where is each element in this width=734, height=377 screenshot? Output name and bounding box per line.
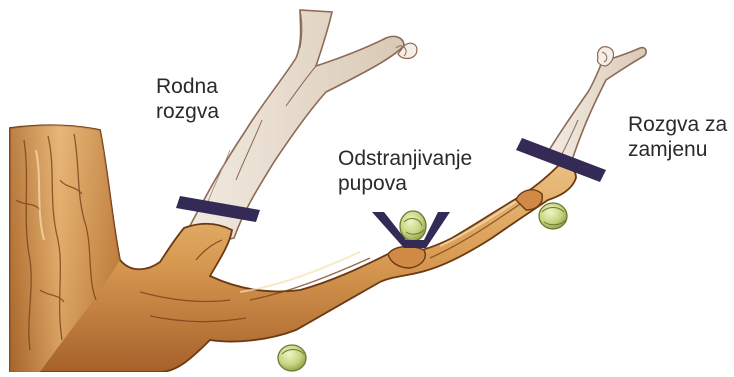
bud-bottom	[278, 345, 306, 371]
bud-center	[400, 211, 426, 241]
vine-trunk-and-arm	[10, 125, 576, 372]
bud-removal-label: Odstranjivanje pupova	[338, 146, 472, 196]
fruiting-cane-label: Rodna rozgva	[156, 74, 219, 124]
bud-right	[539, 203, 567, 229]
replacement-cane-label: Rozgva za zamjenu	[628, 112, 727, 162]
